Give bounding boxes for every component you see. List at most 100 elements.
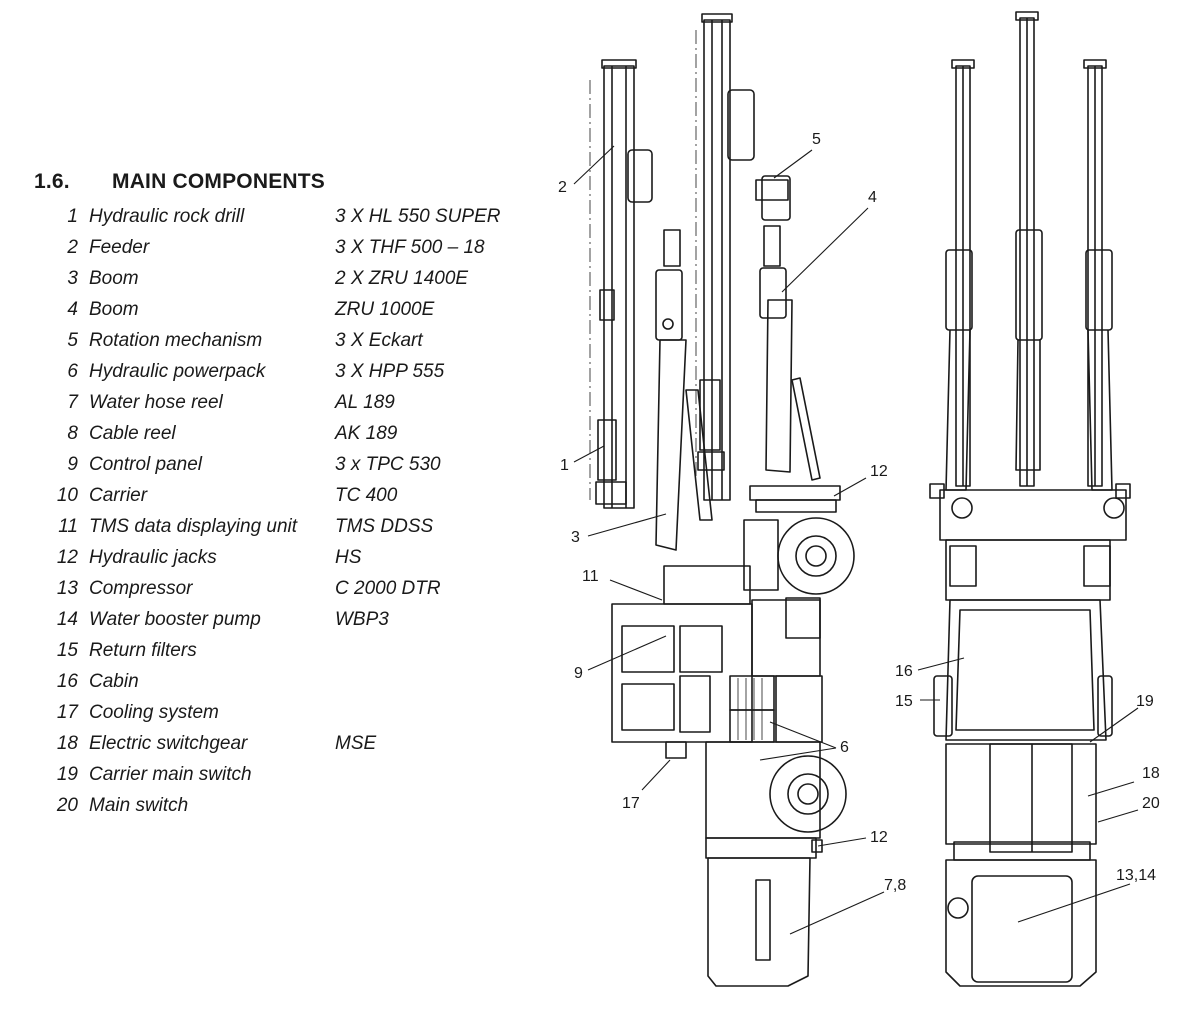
component-number: 18 xyxy=(56,733,78,754)
component-number: 8 xyxy=(67,423,78,444)
component-name: Control panel xyxy=(89,454,203,475)
component-number: 13 xyxy=(56,578,78,599)
cooling-unit xyxy=(665,741,687,759)
callout-12-bottom: 12 xyxy=(870,829,888,846)
callout-1: 1 xyxy=(560,457,569,474)
component-name: Rotation mechanism xyxy=(89,330,263,351)
component-name: Carrier main switch xyxy=(89,764,252,785)
component-name: Water hose reel xyxy=(89,392,223,413)
component-number: 7 xyxy=(67,392,78,413)
component-name: Carrier xyxy=(89,485,148,506)
cabin-side xyxy=(611,603,753,743)
callout-20: 20 xyxy=(1142,795,1160,812)
component-number: 16 xyxy=(56,671,78,692)
callout-19: 19 xyxy=(1136,693,1154,710)
front-body xyxy=(663,565,751,605)
component-number: 19 xyxy=(56,764,78,785)
component-number: 10 xyxy=(56,485,78,506)
callout-labels: 2 5 4 1 12 3 11 9 6 17 12 7,8 16 15 19 1… xyxy=(558,131,1160,894)
callout-18: 18 xyxy=(1142,765,1160,782)
callout-2: 2 xyxy=(558,179,567,196)
component-model: MSE xyxy=(335,733,377,754)
reel-housing xyxy=(707,857,811,987)
side-view xyxy=(589,13,855,987)
component-number: 5 xyxy=(67,330,78,351)
component-name: Main switch xyxy=(89,795,189,816)
component-model: 2 X ZRU 1400E xyxy=(335,268,469,289)
middle-feeder xyxy=(695,13,755,501)
component-model: 3 X THF 500 – 18 xyxy=(335,237,485,258)
component-model: ZRU 1000E xyxy=(335,299,435,320)
component-model: 3 X HL 550 SUPER xyxy=(335,206,501,227)
component-number: 20 xyxy=(56,795,78,816)
component-number: 14 xyxy=(56,609,78,630)
section-title: MAIN COMPONENTS xyxy=(112,170,325,193)
top-cabin xyxy=(945,599,1107,741)
component-row: 15 Return filters xyxy=(40,635,197,666)
callout-11: 11 xyxy=(582,568,599,585)
callout-12-top: 12 xyxy=(870,463,888,480)
component-name: Cooling system xyxy=(89,702,219,723)
component-name: Hydraulic powerpack xyxy=(89,361,266,382)
left-feeder xyxy=(589,59,653,509)
component-row: 10 Carrier TC 400 xyxy=(40,480,397,511)
component-row: 7 Water hose reel AL 189 xyxy=(40,387,394,418)
switchgear xyxy=(989,743,1073,853)
component-number: 4 xyxy=(67,299,78,320)
leader-lines xyxy=(573,145,1139,935)
component-model: AK 189 xyxy=(335,423,398,444)
component-row: 18 Electric switchgear MSE xyxy=(40,728,376,759)
component-name: Cabin xyxy=(89,671,139,692)
component-name: Feeder xyxy=(89,237,150,258)
component-name: Boom xyxy=(89,268,139,289)
boom-4 xyxy=(759,175,821,481)
component-row: 3 Boom 2 X ZRU 1400E xyxy=(40,263,468,294)
boom-3 xyxy=(655,229,713,551)
callout-4: 4 xyxy=(868,189,877,206)
callout-6: 6 xyxy=(840,739,849,756)
component-name: Boom xyxy=(89,299,139,320)
rotation-mechanism xyxy=(755,179,789,201)
section-heading: 1.6.MAIN COMPONENTS xyxy=(34,170,325,194)
component-name: Electric switchgear xyxy=(89,733,248,754)
top-view xyxy=(929,11,1131,987)
callout-3: 3 xyxy=(571,529,580,546)
component-number: 11 xyxy=(58,516,78,537)
component-name: Compressor xyxy=(89,578,193,599)
component-row: 20 Main switch xyxy=(40,790,188,821)
callout-9: 9 xyxy=(574,665,583,682)
component-number: 12 xyxy=(56,547,78,568)
rear-wheel xyxy=(769,755,847,833)
compressor-housing xyxy=(945,859,1097,987)
callout-15: 15 xyxy=(895,693,913,710)
component-model: WBP3 xyxy=(335,609,389,630)
component-model: AL 189 xyxy=(335,392,395,413)
component-number: 9 xyxy=(67,454,78,475)
component-number: 6 xyxy=(67,361,78,382)
component-row: 17 Cooling system xyxy=(40,697,219,728)
component-name: Return filters xyxy=(89,640,197,661)
callout-13-14: 13,14 xyxy=(1116,867,1156,884)
return-filters xyxy=(933,675,953,737)
component-model: TMS DDSS xyxy=(335,516,434,537)
component-number: 15 xyxy=(56,640,78,661)
top-rear-body xyxy=(945,743,1097,845)
callout-16: 16 xyxy=(895,663,913,680)
component-number: 3 xyxy=(67,268,78,289)
component-model: TC 400 xyxy=(335,485,398,506)
component-row: 4 Boom ZRU 1000E xyxy=(40,294,434,325)
boom-base xyxy=(749,485,841,501)
callout-5: 5 xyxy=(812,131,821,148)
component-number: 2 xyxy=(67,237,78,258)
component-number: 17 xyxy=(56,702,78,723)
